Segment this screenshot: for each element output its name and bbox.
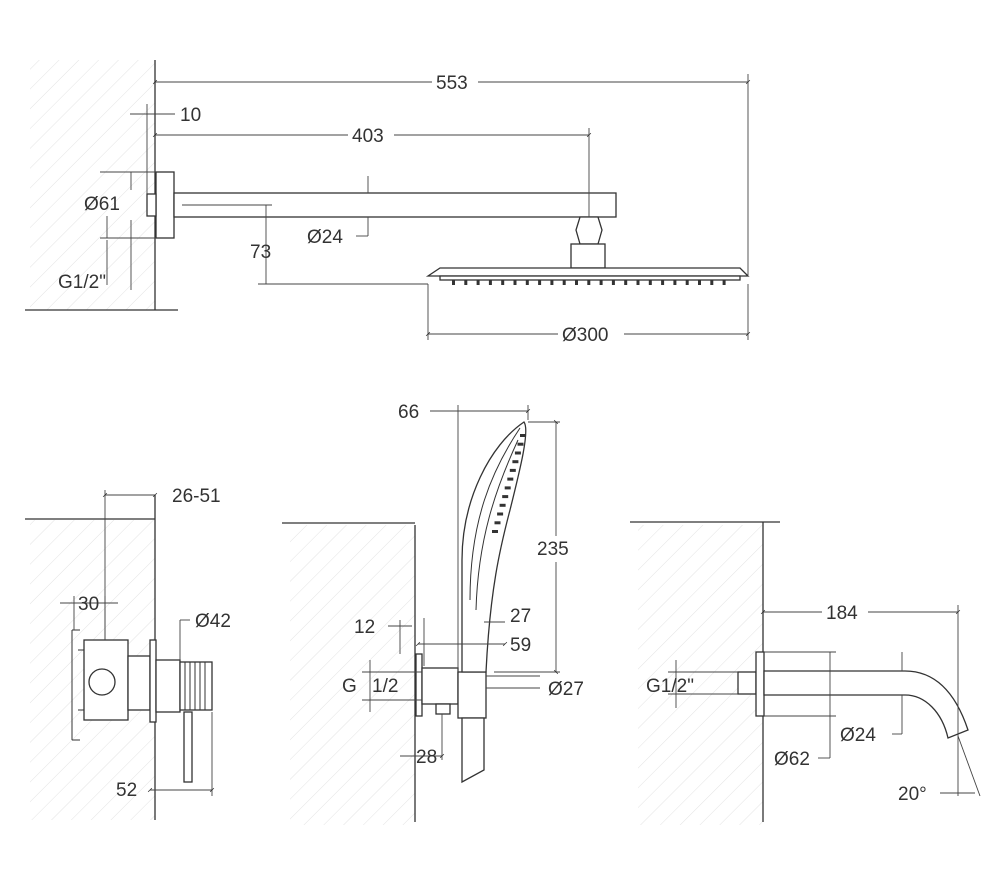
hand-shower-view: 66 235 12 27 59 G 1/2 Ø27 28 bbox=[282, 402, 584, 825]
dim-d42: Ø42 bbox=[195, 611, 231, 632]
nozzle bbox=[636, 280, 640, 285]
dim-30: 30 bbox=[78, 594, 99, 615]
top-view: 553 10 403 Ø61 Ø24 73 G1/2" bbox=[25, 60, 751, 346]
nozzle bbox=[661, 280, 665, 285]
nozzle bbox=[587, 280, 591, 285]
wall-flange bbox=[155, 171, 175, 239]
nozzle bbox=[599, 280, 603, 285]
nozzle bbox=[525, 280, 529, 285]
dim-g-hand: G bbox=[342, 676, 357, 697]
nozzle bbox=[488, 280, 492, 285]
dim-g12-spout: G1/2" bbox=[646, 676, 694, 697]
nozzle bbox=[550, 280, 554, 285]
hand-nozzle bbox=[494, 521, 501, 525]
dim-d61: Ø61 bbox=[84, 194, 120, 215]
handle-base bbox=[155, 659, 181, 713]
nozzle bbox=[562, 280, 566, 285]
dim-1-2-hand: 1/2 bbox=[372, 676, 398, 697]
nozzle bbox=[685, 280, 689, 285]
nozzle bbox=[710, 280, 714, 285]
spout-view: 184 G1/2" Ø24 Ø62 20° bbox=[630, 521, 981, 825]
hand-nozzle bbox=[512, 460, 519, 464]
nozzle bbox=[611, 280, 615, 285]
rain-nozzles bbox=[439, 275, 741, 281]
dim-12: 12 bbox=[354, 617, 375, 638]
knurl-lines bbox=[184, 662, 206, 710]
dim-d24-top: Ø24 bbox=[307, 227, 343, 248]
dim-27: 27 bbox=[510, 606, 531, 627]
valve-port bbox=[88, 668, 116, 696]
valve-cap bbox=[127, 655, 151, 711]
spout-thread bbox=[737, 671, 757, 695]
hand-nozzle bbox=[520, 434, 526, 437]
hand-nozzle bbox=[502, 495, 509, 499]
hand-shower-face bbox=[469, 427, 521, 601]
nozzle bbox=[452, 280, 455, 285]
dim-20deg: 20° bbox=[898, 784, 927, 805]
hand-nozzle bbox=[499, 503, 506, 507]
dim-52: 52 bbox=[116, 780, 137, 801]
dim-d24-spout: Ø24 bbox=[840, 725, 876, 746]
nozzle bbox=[513, 280, 517, 285]
nozzle bbox=[624, 280, 628, 285]
nozzle bbox=[538, 280, 542, 285]
escutcheon bbox=[149, 639, 157, 723]
spout-flange bbox=[755, 651, 765, 717]
nozzle bbox=[575, 280, 578, 285]
holder-block bbox=[457, 671, 487, 719]
wall-connector bbox=[146, 193, 157, 217]
nozzle bbox=[464, 280, 468, 285]
spout-tube bbox=[763, 670, 969, 739]
rain-head bbox=[425, 267, 750, 277]
hand-nozzle bbox=[509, 468, 516, 472]
hand-nozzle bbox=[504, 486, 511, 490]
hose bbox=[461, 717, 485, 784]
dim-28: 28 bbox=[416, 747, 437, 768]
dim-g12-top: G1/2" bbox=[58, 272, 106, 293]
hand-shower-body bbox=[461, 421, 527, 673]
dim-d27: Ø27 bbox=[548, 679, 584, 700]
hand-nozzles bbox=[492, 434, 526, 533]
wall-hatch-hand bbox=[290, 525, 415, 825]
dim-d300: Ø300 bbox=[562, 325, 608, 346]
dim-235: 235 bbox=[537, 539, 569, 560]
hand-nozzle bbox=[492, 530, 498, 533]
hand-nozzle bbox=[497, 512, 504, 516]
dim-66: 66 bbox=[398, 402, 419, 423]
holder-knob bbox=[435, 703, 451, 715]
handle-lever bbox=[183, 711, 193, 783]
swivel-neck bbox=[570, 243, 606, 269]
dim-d62: Ø62 bbox=[774, 749, 810, 770]
wall-outlet-body bbox=[421, 667, 459, 705]
nozzle bbox=[698, 280, 701, 285]
nozzle bbox=[722, 280, 726, 285]
swivel-joint bbox=[575, 216, 603, 245]
nozzle bbox=[476, 280, 480, 285]
nozzle-row bbox=[452, 280, 726, 285]
nozzle bbox=[648, 280, 652, 285]
dim-184: 184 bbox=[826, 603, 858, 624]
hand-nozzle bbox=[514, 451, 521, 455]
nozzle bbox=[501, 280, 505, 285]
dim-73: 73 bbox=[250, 242, 271, 263]
hand-nozzle bbox=[517, 442, 524, 446]
dim-553: 553 bbox=[436, 73, 468, 94]
dim-10: 10 bbox=[180, 105, 201, 126]
dim-26-51: 26-51 bbox=[172, 486, 221, 507]
dim-59: 59 bbox=[510, 635, 531, 656]
wall-outlet-flange bbox=[415, 653, 423, 717]
mixer-view: 26-51 30 Ø42 52 bbox=[25, 486, 231, 820]
dim-403: 403 bbox=[352, 126, 384, 147]
wall-hatch-top bbox=[30, 60, 155, 310]
hand-nozzle bbox=[507, 477, 514, 481]
nozzle bbox=[673, 280, 677, 285]
